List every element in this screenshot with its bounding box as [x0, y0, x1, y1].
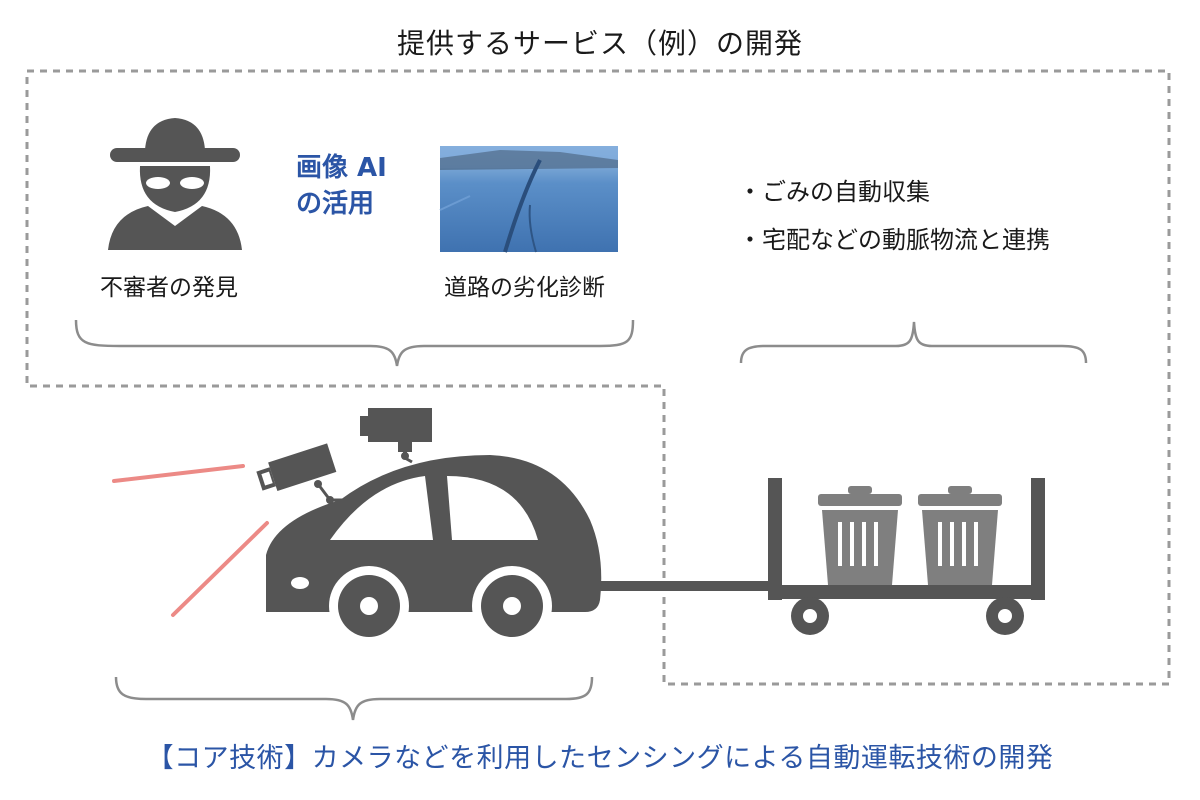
trash-can-icon [918, 486, 1002, 585]
image-ai-label-line1: 画像 AI [296, 153, 387, 183]
camera-beam [112, 464, 245, 483]
camera-icon [256, 443, 345, 504]
caption-suspicious-person: 不審者の発見 [100, 275, 238, 301]
brace-core-technology [114, 676, 594, 721]
cart-icon [768, 478, 1045, 635]
image-ai-label: 画像 AI の活用 [296, 150, 396, 222]
camera-icon [360, 408, 432, 464]
service-item-logistics: ・宅配などの動脈物流と連携 [738, 226, 1050, 254]
suspicious-person-icon [108, 118, 242, 250]
road-photo [439, 146, 618, 253]
caption-road-diagnosis: 道路の劣化診断 [444, 275, 605, 301]
image-ai-label-line2: の活用 [296, 189, 375, 219]
service-list: ・ごみの自動収集 ・宅配などの動脈物流と連携 [738, 168, 1050, 264]
brace-logistics-services [739, 321, 1088, 364]
brace-ai-services [74, 319, 635, 367]
core-technology-caption: 【コア技術】カメラなどを利用したセンシングによる自動運転技術の開発 [146, 743, 1054, 774]
camera-beam [171, 521, 269, 617]
service-item-garbage: ・ごみの自動収集 [738, 178, 930, 206]
trash-can-icon [818, 486, 902, 585]
tow-bar [585, 581, 780, 591]
car-icon [266, 455, 602, 646]
page-title: 提供するサービス（例）の開発 [396, 27, 803, 60]
